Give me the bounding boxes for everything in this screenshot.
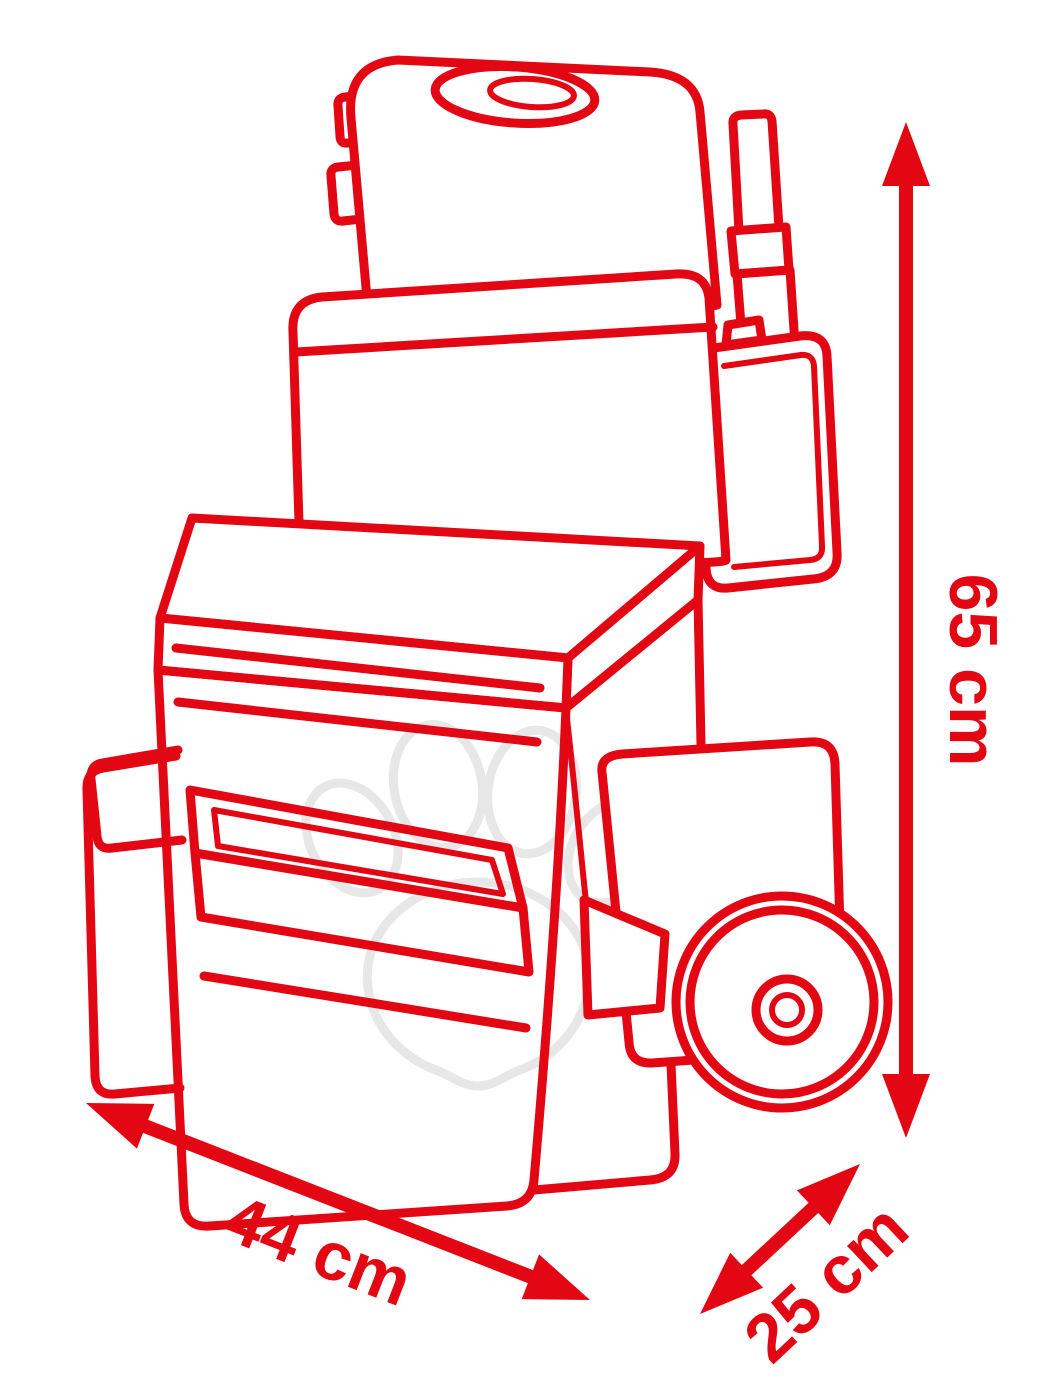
trolley-drawing: [82, 55, 893, 1231]
storage-tray-shelf-line: [199, 971, 531, 1033]
body-rear-edge: [693, 595, 706, 749]
side-panel-inner-line: [721, 351, 826, 570]
wheel: [671, 891, 893, 1113]
depth-dimension-arrow: [700, 1164, 860, 1314]
wheel-rim: [685, 905, 879, 1099]
height-dimension-arrow: [882, 122, 930, 1138]
left-side-pocket: [86, 745, 187, 853]
wheel-hub-inner: [769, 992, 805, 1028]
handle-grip: [487, 75, 577, 111]
drawer-front-bottom-line: [173, 697, 542, 747]
body-front-right-edge: [563, 707, 589, 905]
body-bottom-right-strip: [529, 1059, 680, 1195]
cart-body: [153, 665, 571, 1231]
storage-tray-front-wall: [190, 848, 534, 977]
width-dimension-arrow: [86, 1103, 590, 1300]
mudguard: [579, 895, 670, 1020]
storage-tray-inner-rim: [211, 807, 506, 897]
height-dimension-label: 65 cm: [935, 574, 1011, 767]
drawer-front-top-line: [171, 643, 545, 693]
seat-box-band-line: [291, 322, 718, 357]
wheel-hub-outer: [751, 974, 823, 1046]
seat-box: [288, 269, 731, 568]
pump-cylinder-tube: [728, 109, 784, 236]
